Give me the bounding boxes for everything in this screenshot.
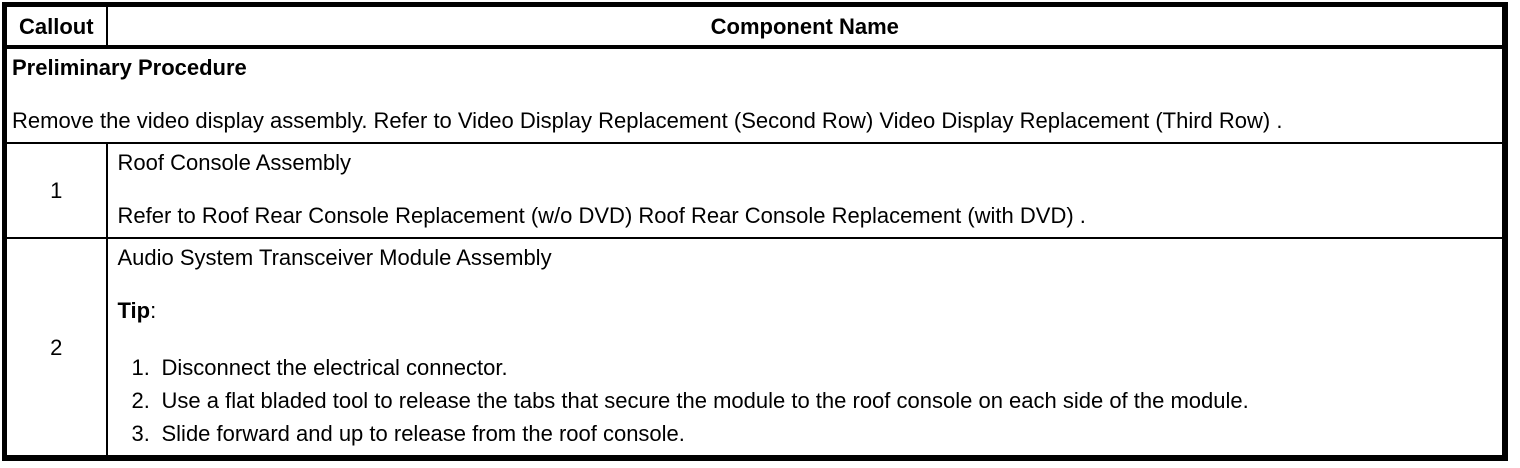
tip-step-2: 2. Use a flat bladed tool to release the… [132,387,1495,414]
tip-word: Tip [117,298,151,323]
table-header-row: Callout Component Name [3,3,1506,49]
callout-number-2: 2 [3,237,108,459]
tip-colon: : [150,298,157,323]
preliminary-procedure-row: Preliminary Procedure Remove the video d… [3,46,1506,144]
tip-label: Tip: [118,297,1495,324]
component-cell-2: Audio System Transceiver Module Assembly… [105,237,1506,459]
step-text-2: Use a flat bladed tool to release the ta… [161,388,1249,413]
component-reference-1: Refer to Roof Rear Console Replacement (… [117,203,1086,228]
table-row-callout-1: 1 Roof Console Assembly Refer to Roof Re… [3,142,1506,239]
step-number-1: 1. [131,355,150,380]
step-text-3: Slide forward and up to release from the… [161,421,685,446]
table-row-callout-2: 2 Audio System Transceiver Module Assemb… [3,237,1506,459]
tip-step-3: 3. Slide forward and up to release from … [132,420,1495,447]
preliminary-procedure-title: Preliminary Procedure [12,55,247,80]
step-number-2: 2. [131,388,150,413]
component-name-column-header: Component Name [105,3,1506,49]
preliminary-procedure-cell: Preliminary Procedure Remove the video d… [3,46,1506,144]
tip-steps-list: 1. Disconnect the electrical connector. … [118,354,1495,447]
component-cell-1: Roof Console Assembly Refer to Roof Rear… [105,142,1506,239]
component-callout-table: Callout Component Name Preliminary Proce… [2,2,1508,461]
component-name-1: Roof Console Assembly [117,150,352,175]
tip-step-1: 1. Disconnect the electrical connector. [132,354,1495,381]
step-number-3: 3. [131,421,150,446]
callout-column-header: Callout [3,3,108,49]
step-text-1: Disconnect the electrical connector. [161,355,508,380]
callout-number-1: 1 [3,142,108,239]
component-name-2: Audio System Transceiver Module Assembly [117,245,552,270]
preliminary-procedure-text: Remove the video display assembly. Refer… [12,108,1283,133]
